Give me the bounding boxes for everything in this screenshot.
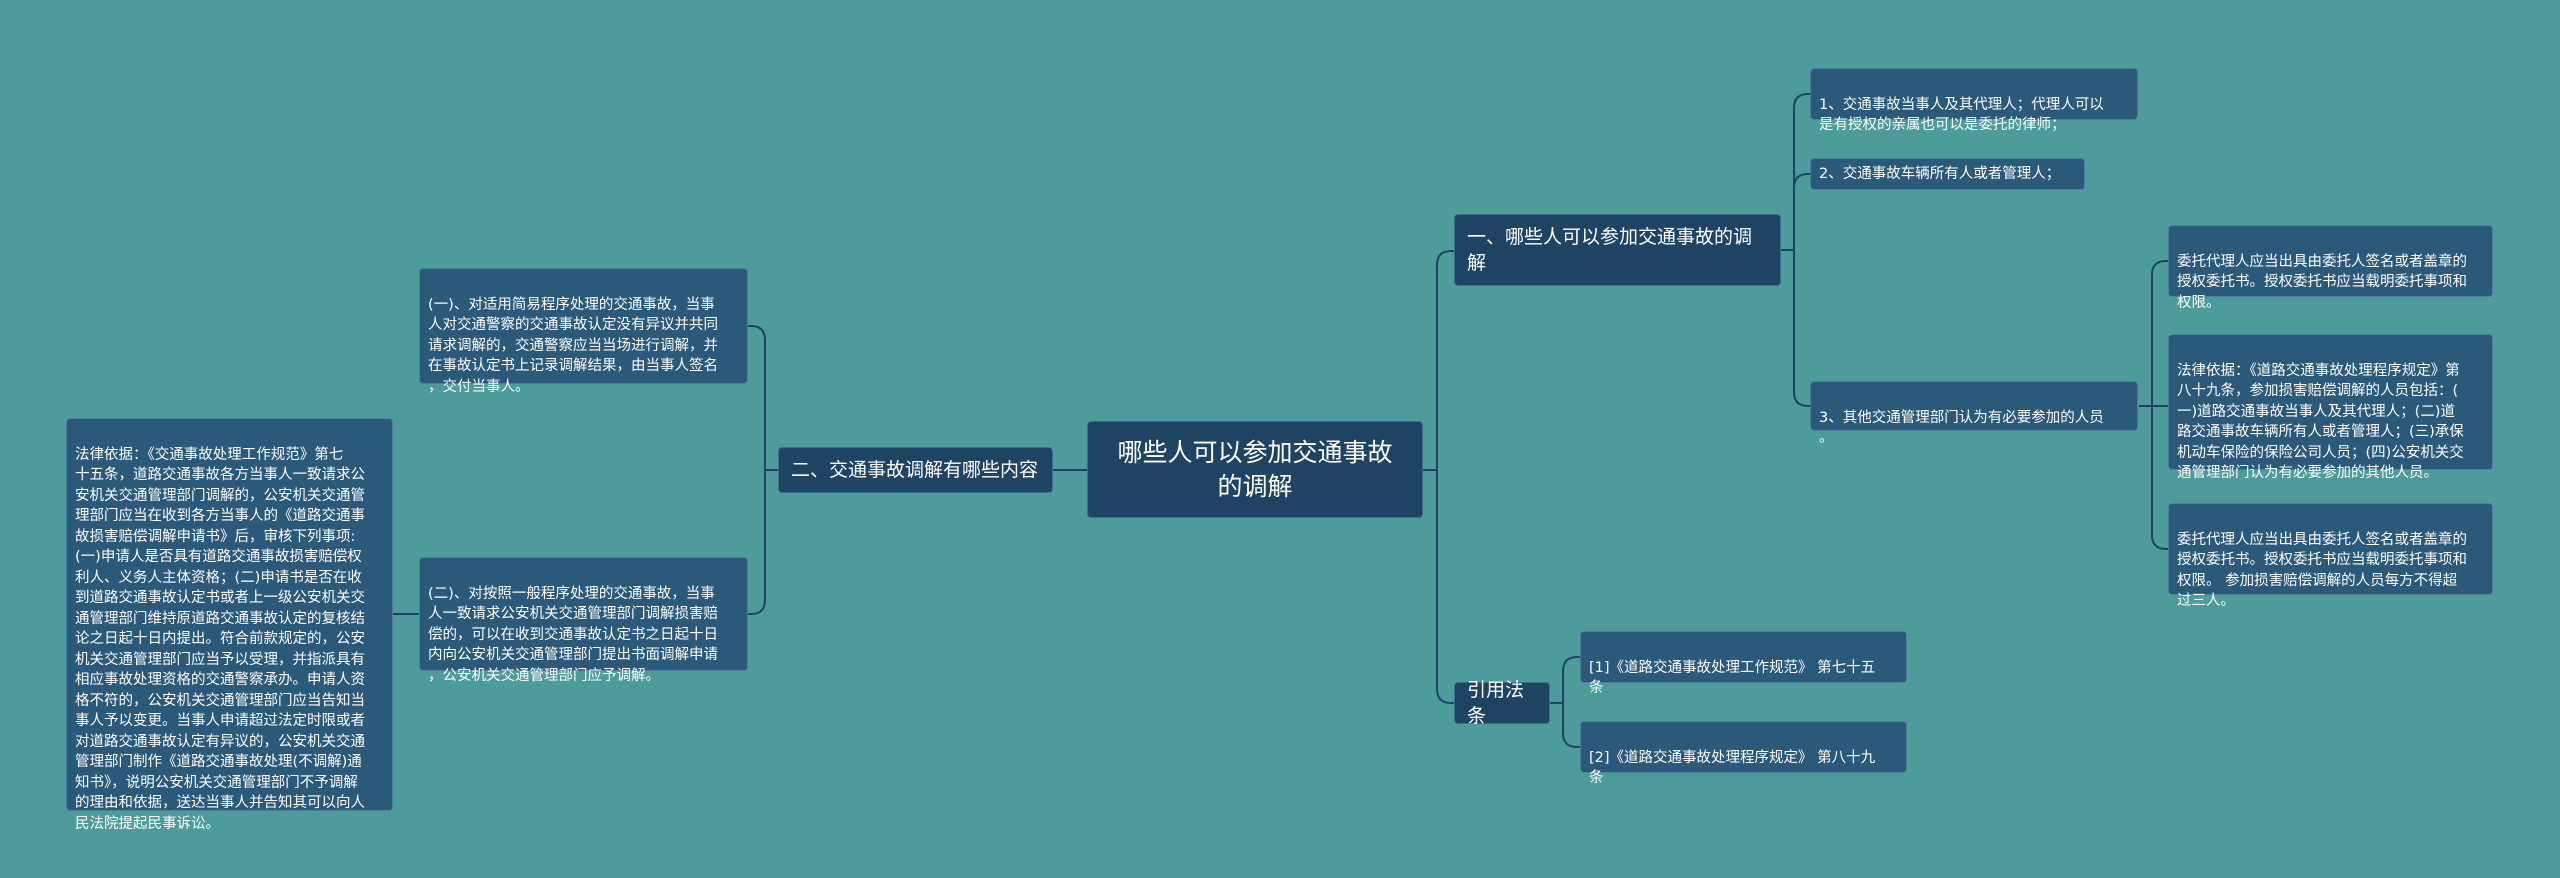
root-label: 哪些人可以参加交通事故 的调解 — [1117, 437, 1393, 501]
content-legal-basis-text: 法律依据：《交通事故处理工作规范》第七 十五条，道路交通事故各方当事人一致请求公… — [75, 446, 365, 832]
who-item-3[interactable]: 3、其他交通管理部门认为有必要参加的人员 。 — [1810, 381, 2138, 446]
link-who-item2 — [1781, 173, 1810, 251]
ref-item-1[interactable]: [1]《道路交通事故处理工作规范》 第七十五 条 — [1580, 631, 1907, 696]
branch-content-label: 二、交通事故调解有哪些内容 — [791, 459, 1039, 481]
content-item-1-text: (一)、对适用简易程序处理的交通事故，当事 人对交通警察的交通事故认定没有异议并… — [428, 296, 718, 395]
who-sub-item-2-text: 法律依据：《道路交通事故处理程序规定》第 八十九条，参加损害赔偿调解的人员包括：… — [2177, 362, 2464, 482]
who-sub-item-2[interactable]: 法律依据：《道路交通事故处理程序规定》第 八十九条，参加损害赔偿调解的人员包括：… — [2168, 334, 2493, 481]
who-item-2-text: 2、交通事故车辆所有人或者管理人； — [1819, 165, 2061, 182]
ref-item-2[interactable]: [2]《道路交通事故处理程序规定》 第八十九 条 — [1580, 721, 1907, 786]
link-root-who — [1423, 250, 1454, 471]
ref-item-2-text: [2]《道路交通事故处理程序规定》 第八十九 条 — [1589, 749, 1876, 787]
branch-who-label: 一、哪些人可以参加交通事故的调 解 — [1467, 226, 1753, 274]
content-legal-basis[interactable]: 法律依据：《交通事故处理工作规范》第七 十五条，道路交通事故各方当事人一致请求公… — [66, 418, 393, 832]
link-item3-sub1 — [2139, 260, 2168, 407]
who-sub-item-1[interactable]: 委托代理人应当出具由委托人签名或者盖章的 授权委托书。授权委托书应当载明委托事项… — [2168, 225, 2493, 311]
link-who-item1 — [1781, 93, 1810, 251]
branch-content-node[interactable]: 二、交通事故调解有哪些内容 — [778, 447, 1053, 493]
root-node[interactable]: 哪些人可以参加交通事故 的调解 — [1087, 421, 1423, 518]
branch-who-node[interactable]: 一、哪些人可以参加交通事故的调 解 — [1454, 214, 1781, 286]
who-item-3-text: 3、其他交通管理部门认为有必要参加的人员 。 — [1819, 409, 2104, 447]
content-item-2-text: (二)、对按照一般程序处理的交通事故，当事 人一致请求公安机关交通管理部门调解损… — [428, 585, 718, 684]
link-root-refs — [1423, 469, 1454, 704]
who-item-1-text: 1、交通事故当事人及其代理人；代理人可以 是有授权的亲属也可以是委托的律师； — [1819, 96, 2104, 134]
ref-item-1-text: [1]《道路交通事故处理工作规范》 第七十五 条 — [1589, 659, 1876, 697]
branch-refs-label: 引用法条 — [1467, 679, 1525, 727]
link-content-item1 — [748, 325, 778, 471]
link-who-item3 — [1781, 249, 1810, 407]
link-content-item2 — [748, 469, 778, 615]
who-sub-item-3[interactable]: 委托代理人应当出具由委托人签名或者盖章的 授权委托书。授权委托书应当载明委托事项… — [2168, 503, 2493, 609]
who-sub-item-1-text: 委托代理人应当出具由委托人签名或者盖章的 授权委托书。授权委托书应当载明委托事项… — [2177, 253, 2467, 311]
content-item-1[interactable]: (一)、对适用简易程序处理的交通事故，当事 人对交通警察的交通事故认定没有异议并… — [419, 268, 748, 395]
who-sub-item-3-text: 委托代理人应当出具由委托人签名或者盖章的 授权委托书。授权委托书应当载明委托事项… — [2177, 531, 2467, 610]
who-item-2[interactable]: 2、交通事故车辆所有人或者管理人； — [1810, 158, 2085, 190]
link-refs-ref2 — [1550, 702, 1580, 748]
link-item3-sub3 — [2139, 405, 2168, 550]
link-refs-ref1 — [1550, 656, 1580, 704]
branch-refs-node[interactable]: 引用法条 — [1454, 679, 1550, 727]
who-item-1[interactable]: 1、交通事故当事人及其代理人；代理人可以 是有授权的亲属也可以是委托的律师； — [1810, 68, 2138, 133]
content-item-2[interactable]: (二)、对按照一般程序处理的交通事故，当事 人一致请求公安机关交通管理部门调解损… — [419, 557, 748, 684]
